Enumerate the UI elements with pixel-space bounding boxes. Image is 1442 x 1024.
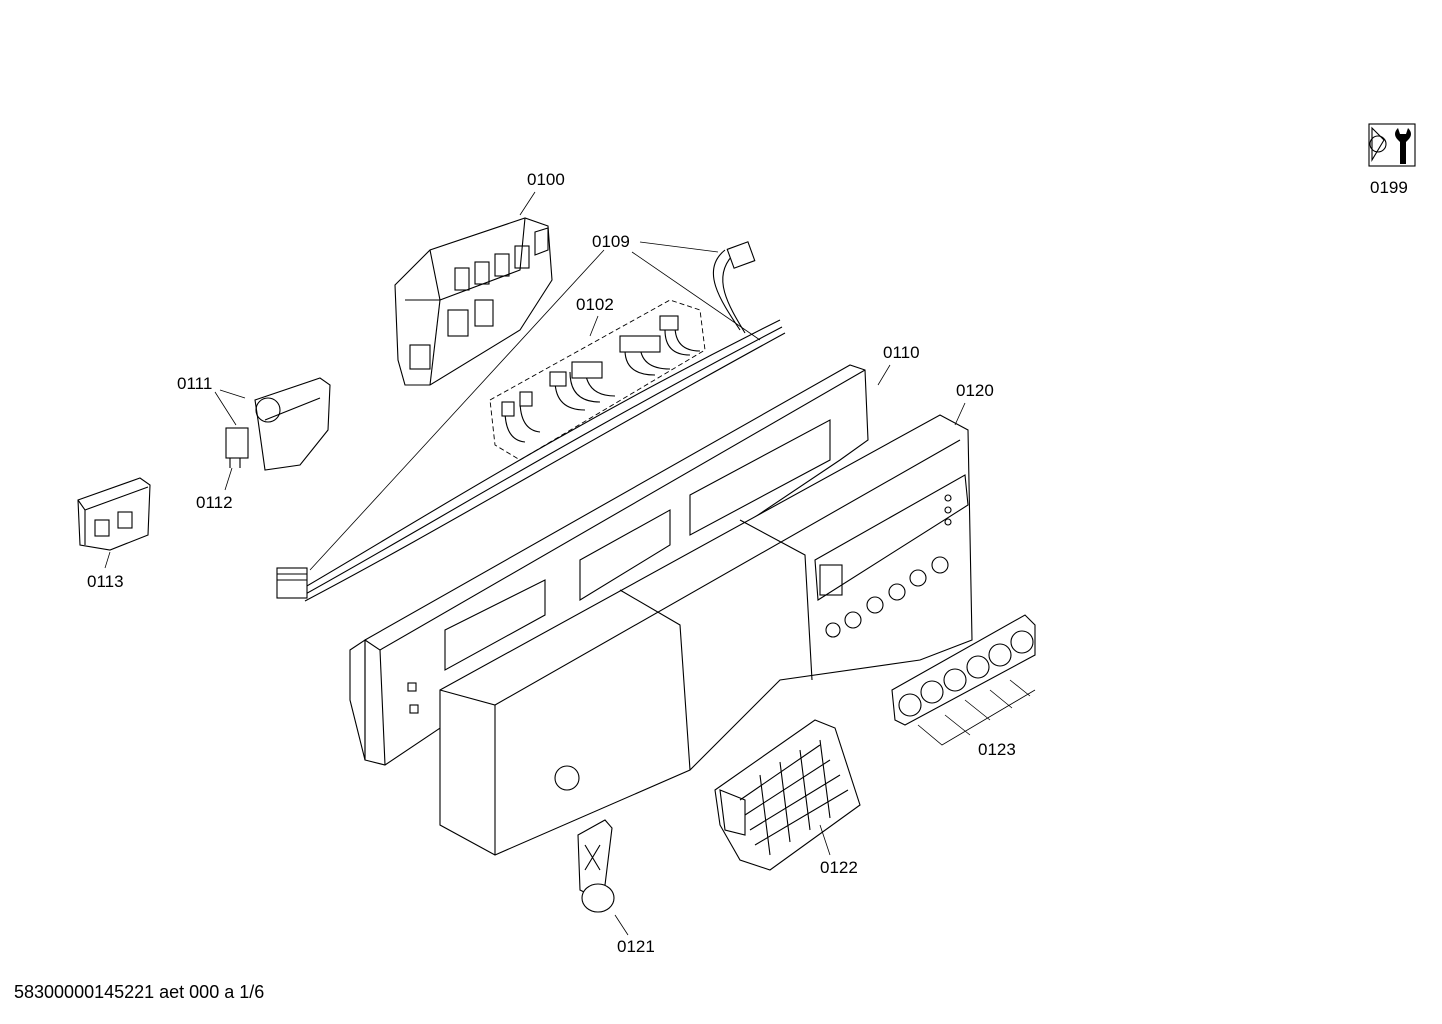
- part-0121-bracket-knob: [577, 819, 615, 913]
- part-0111-0112-pump-capacitor: [225, 377, 331, 471]
- part-0120-front-panel: [439, 414, 973, 856]
- wrench-nut-icon: [1368, 123, 1416, 167]
- callout-0110: 0110: [883, 343, 920, 362]
- leader-lines: [104, 191, 966, 936]
- callout-0109: 0109: [592, 232, 630, 251]
- part-0122-drawer-insert: [714, 719, 861, 871]
- callout-0120: 0120: [956, 381, 994, 400]
- callout-0123: 0123: [978, 740, 1016, 759]
- callout-0199: 0199: [1370, 178, 1408, 197]
- part-0123-buttons: [891, 614, 1036, 746]
- drawing-number: 58300000145221 aet 000 a 1/6: [14, 982, 265, 1002]
- part-0100-electronic-module: [394, 217, 553, 386]
- callout-0100: 0100: [527, 170, 565, 189]
- callout-0122: 0122: [820, 858, 858, 877]
- part-0109-cable-harness: [276, 241, 786, 602]
- callout-0121: 0121: [617, 937, 655, 956]
- callout-0112: 0112: [196, 493, 233, 512]
- part-0102-connector-set: [489, 299, 706, 461]
- part-0113-switch: [77, 477, 151, 551]
- callout-0113: 0113: [87, 572, 124, 591]
- callout-0111: 0111: [177, 374, 213, 393]
- callout-0102: 0102: [576, 295, 614, 314]
